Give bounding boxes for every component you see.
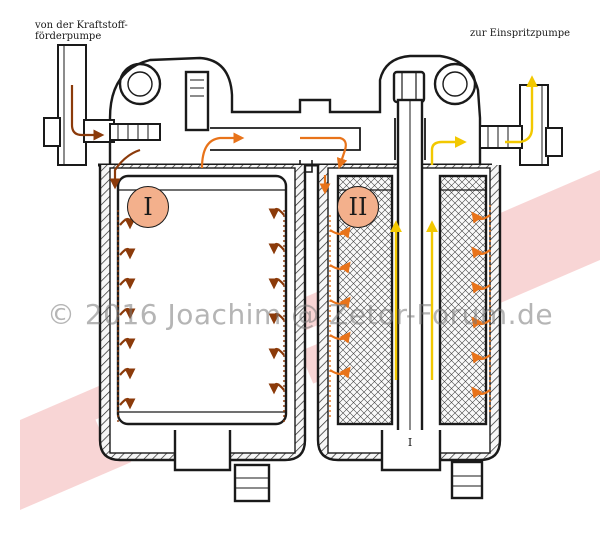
stage-2-badge: II	[337, 186, 379, 228]
copyright-watermark: © 2016 Joachim @ Zetor-Forum.de	[46, 298, 554, 331]
inlet-label: von der Kraftstoff- förderpumpe	[35, 20, 145, 42]
inlet-label-text: von der Kraftstoff- förderpumpe	[35, 20, 128, 42]
center-mark: I	[408, 436, 412, 449]
outlet-label-text: zur Einspritzpumpe	[470, 28, 571, 39]
filter-bowl-2	[316, 98, 502, 500]
inlet-fitting	[43, 44, 161, 166]
outlet-fitting	[479, 84, 563, 166]
flow-arrows-dirty	[70, 85, 285, 425]
flow-arrows-clean	[390, 75, 538, 380]
outlet-label: zur Einspritzpumpe	[470, 28, 590, 39]
flow-arrows-medium	[200, 132, 491, 420]
stage-1-badge: I	[127, 186, 169, 228]
filter-bowl-1	[98, 165, 307, 503]
